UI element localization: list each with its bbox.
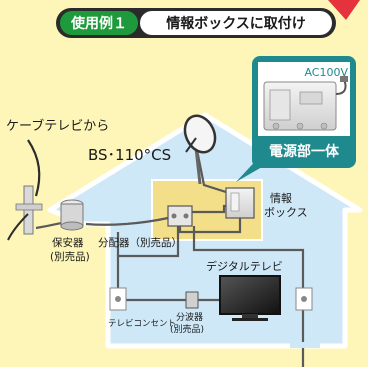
digital-tv-label: デジタルテレビ	[206, 259, 283, 273]
example-label: 使用例１	[70, 15, 127, 32]
corner-accent	[328, 0, 360, 20]
box-amplifier	[225, 187, 255, 219]
divider-device	[167, 205, 193, 227]
tv-outlet-left	[109, 287, 127, 311]
protector-label-line1: 保安器	[52, 236, 84, 249]
splitter-label-line2: (別売品)	[170, 323, 204, 335]
divider-label: 分配器（別売品）	[98, 236, 182, 249]
digital-tv	[219, 275, 281, 321]
splitter-label-line1: 分波器	[176, 311, 203, 323]
splitter-device	[185, 291, 199, 309]
info-box-label-line2: ボックス	[264, 206, 308, 219]
voltage-label: AC100V	[304, 66, 348, 79]
power-unit-label: 電源部一体	[269, 143, 340, 160]
header-title: 情報ボックスに取付け	[166, 15, 306, 32]
bs-cs-label: BS･110°CS	[88, 146, 171, 164]
protector-device	[60, 199, 84, 231]
power-unit-callout: AC100V 電源部一体	[236, 56, 356, 182]
info-box-label-line1: 情報	[270, 192, 292, 205]
utility-pole	[7, 139, 43, 241]
cable-tv-label: ケーブテレビから	[6, 118, 109, 134]
header-banner: 使用例１ 情報ボックスに取付け	[56, 8, 336, 38]
protector-label-line2: (別売品)	[50, 250, 90, 263]
tv-outlet-label: テレビコンセント	[108, 319, 176, 329]
tv-outlet-right	[295, 287, 313, 311]
satellite-dish	[183, 114, 217, 185]
